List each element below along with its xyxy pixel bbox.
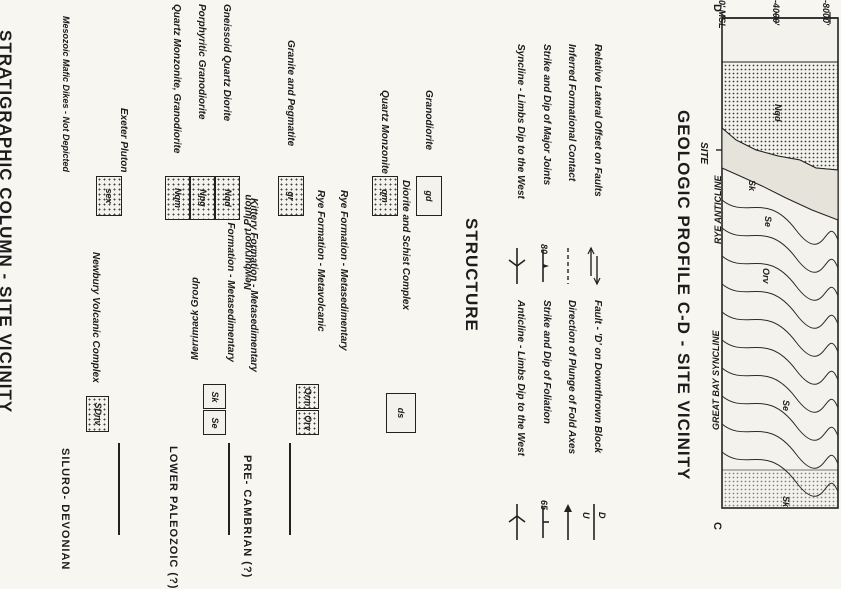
unit-box-qm: qm (372, 176, 398, 216)
unit-label-nqd: Gneissoid Quartz Diorite (221, 4, 232, 122)
unit-box-orv: Orv (296, 410, 319, 435)
era-divider (228, 443, 230, 535)
profile-unit-mark: Se (781, 400, 791, 412)
unit-box-sex: sex (96, 176, 122, 216)
unit-code: Npg (197, 189, 208, 207)
dip-value: 80 (539, 244, 549, 255)
profile-end-c: C (711, 522, 723, 531)
dip-value: 65 (539, 500, 549, 511)
mesozoic-note: Mesozoic Mafic Dikes - Not Depicted (61, 16, 71, 173)
unit-code: Orv (302, 414, 313, 431)
fault-mark-d: D (597, 512, 607, 519)
profile-unit-mark: Sk (747, 180, 757, 192)
anticline-symbol (508, 504, 526, 540)
era-label-silurian-devonian: SILURO- DEVONIAN (59, 448, 71, 571)
unit-label-orv: Rye Formation - Metavolcanic (315, 190, 326, 332)
unit-box-ds: ds (386, 393, 416, 433)
profile-unit-mark: Se (763, 216, 773, 228)
unit-code: gd (424, 190, 434, 202)
syncline-symbol (508, 248, 526, 284)
profile-unit-mark: Nqd (773, 104, 783, 122)
era-divider (118, 443, 120, 535)
unit-box-nqm: Nqm (165, 176, 190, 220)
great-bay-syncline-label: GREAT BAY SYNCLINE (711, 330, 721, 430)
profile-unit-mark: Orv (761, 268, 771, 284)
unit-box-orm: Orm (296, 384, 319, 409)
structure-label: Syncline - Limbs Dip to the West (515, 44, 526, 199)
plunge-arrow-symbol (564, 504, 572, 540)
structure-label: Direction of Plunge of Fold Axes (566, 300, 577, 455)
unit-code: gr (286, 191, 296, 201)
unit-code: ds (396, 407, 406, 419)
unit-label-sdnv: Newbury Volcanic Complex (90, 252, 101, 383)
unit-label-nqm: Quartz Monzonite, Granodiorite (171, 4, 182, 154)
structure-label: Strike and Dip of Foliation (541, 300, 552, 424)
site-label: SITE (698, 142, 709, 165)
unit-code: qm (380, 189, 390, 203)
scale-label: -4000' (771, 0, 781, 26)
group-label-newburyport: Newburyport Pluton (243, 194, 254, 290)
unit-box-npg: Npg (190, 176, 215, 220)
era-label-precambrian: PRE- CAMBRIAN (?) (241, 455, 253, 579)
fault-mark-u: U (581, 512, 591, 519)
structure-label: Relative Lateral Offset on Faults (592, 44, 603, 197)
profile-title: GEOLOGIC PROFILE C-D - SITE VICINITY (674, 110, 693, 481)
group-label-merrimack: Merrimack Group (190, 277, 201, 360)
profile-cross-section (716, 12, 839, 509)
joint-dip-symbol (542, 250, 549, 282)
unit-code: Nqd (222, 189, 233, 207)
structure-label: Strike and Dip of Major Joints (541, 44, 552, 186)
structure-title: STRUCTURE (462, 218, 481, 332)
structure-label: Anticline - Limbs Dip to the West (515, 300, 526, 456)
unit-label-qm: Quartz Monzonite (379, 90, 390, 174)
stratigraphic-column-title: STRATIGRAPHIC COLUMN - SITE VICINITY (0, 30, 15, 414)
foliation-dip-symbol (542, 506, 549, 538)
unit-label-ds: Diorite and Schist Complex (400, 180, 411, 311)
unit-box-nqd: Nqd (215, 176, 240, 220)
unit-label-orm: Rye Formation - Metasedimentary (338, 190, 349, 351)
scale-label: -8000' (821, 0, 831, 26)
structure-label: Inferred Formational Contact (566, 44, 577, 182)
inferred-contact-symbol (567, 248, 569, 284)
unit-code: Nqm (172, 188, 183, 208)
lateral-offset-symbol (587, 246, 601, 286)
fault-symbol (593, 504, 595, 540)
unit-code: Orm (302, 387, 313, 406)
unit-code: sex (104, 188, 114, 204)
unit-box-sk: Sk (203, 384, 226, 409)
unit-box-se: Se (203, 410, 226, 435)
rye-anticline-label: RYE ANTICLINE (713, 175, 723, 244)
unit-code: Se (209, 416, 220, 429)
structure-label: Fault - 'D' on Downthrown Block (592, 300, 603, 454)
unit-code: Sk (209, 390, 220, 403)
era-label-lower-paleozoic: LOWER PALEOZOIC (?) (167, 446, 179, 589)
unit-label-se: Eliot Formation - Metasedimentary (225, 198, 236, 362)
unit-label-gr: Granite and Pegmatite (285, 40, 296, 147)
unit-label-gd: Granodiorite (423, 90, 434, 151)
unit-label-npg: Porphyritic Granodiorite (196, 4, 207, 120)
unit-box-gr: gr (278, 176, 304, 216)
era-divider (289, 443, 291, 535)
profile-unit-mark: Sk (781, 496, 791, 508)
scale-label: 0' MSL (717, 0, 727, 29)
unit-box-gd: gd (416, 176, 442, 216)
unit-box-sdnv: SDnv (86, 396, 109, 432)
unit-code: SDnv (92, 402, 103, 426)
unit-label-sex: Exeter Pluton (118, 108, 129, 173)
